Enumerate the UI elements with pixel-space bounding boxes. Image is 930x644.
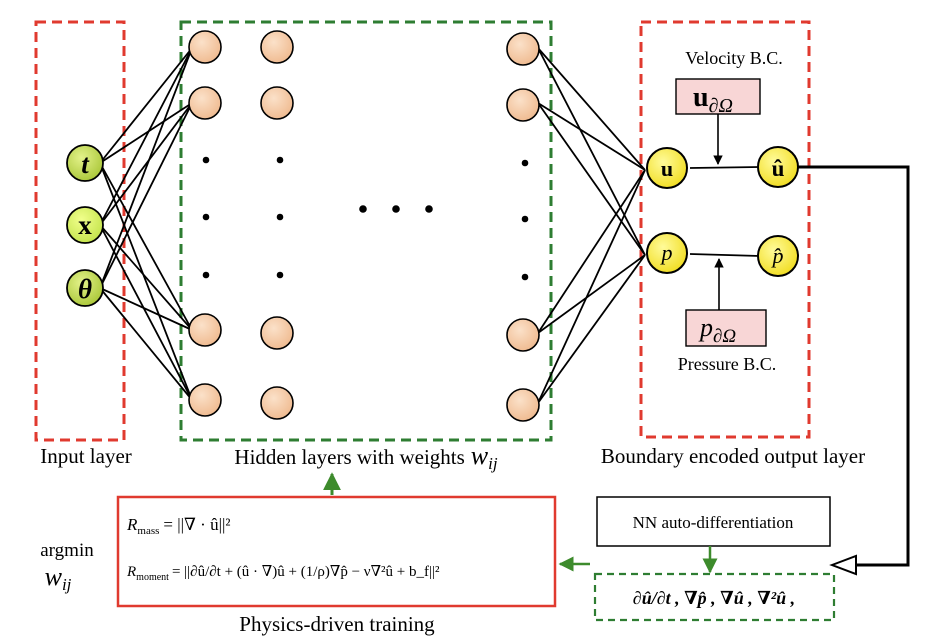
hidden-node [260, 30, 294, 64]
nn-autodiff-label: NN auto-differentiation [633, 513, 794, 532]
hidden-node [260, 316, 294, 350]
physics-training-caption: Physics-driven training [239, 612, 435, 636]
output-layer-caption: Boundary encoded output layer [601, 444, 865, 468]
hidden-node [260, 86, 294, 120]
hidden-node [506, 32, 540, 66]
input-node-x [66, 206, 104, 244]
hidden-node [506, 88, 540, 122]
output-node-p-hat [757, 235, 799, 277]
p-to-phat-line [689, 253, 761, 257]
output-u-hat-label: û [772, 156, 785, 181]
input-theta-label: θ [78, 274, 92, 304]
input-t-label: t [81, 149, 90, 179]
hidden-node [506, 388, 540, 422]
output-p-label: p [660, 240, 673, 265]
derivatives-box [593, 572, 836, 622]
input-x-label: x [78, 210, 92, 240]
hidden-column-2 [260, 30, 294, 420]
pressure-bc-label: Pressure B.C. [678, 354, 777, 374]
velocity-bc-symbol: u∂Ω [693, 82, 733, 117]
output-p-hat-label: p̂ [771, 243, 784, 268]
argmin-weight: wij [45, 562, 72, 594]
feedback-path [798, 165, 910, 567]
output-node-p [646, 232, 688, 274]
input-layer-box [34, 20, 126, 442]
hidden-column-last [506, 32, 540, 422]
hidden-output-connections [537, 47, 646, 404]
feedback-arrowhead [829, 554, 857, 576]
argmin-label: argmin [40, 540, 94, 561]
output-u-label: u [661, 156, 673, 181]
input-layer-caption: Input layer [40, 444, 132, 468]
hidden-layers-box [179, 20, 553, 442]
hidden-node [188, 86, 222, 120]
output-layer-box [639, 20, 811, 439]
hidden-column-1 [188, 30, 222, 417]
u-to-uhat-line [689, 166, 761, 169]
pressure-bc-box [685, 309, 767, 347]
hidden-node [260, 386, 294, 420]
hidden-node [188, 30, 222, 64]
derivatives-text: ∂û/∂t , ∇p̂ , ∇û , ∇²û , [633, 588, 795, 608]
hidden-node [188, 383, 222, 417]
output-node-u [646, 147, 688, 189]
velocity-bc-label: Velocity B.C. [685, 48, 783, 68]
nn-autodiff-box [596, 496, 831, 547]
pressure-bc-symbol: p∂Ω [698, 313, 736, 347]
ellipsis-dots [202, 156, 529, 281]
input-hidden-connections [99, 47, 193, 401]
velocity-bc-box [675, 78, 761, 115]
input-node-theta [66, 269, 104, 307]
input-node-t [66, 144, 104, 182]
physics-training-box [116, 495, 557, 608]
hidden-node [188, 313, 222, 347]
momentum-residual: Rmoment= ||∂û/∂t + (û · ∇)û + (1/ρ)∇p̂ −… [126, 564, 440, 583]
mass-residual: Rmass= ||∇ · û||² [126, 515, 230, 537]
input-nodes: t x θ [66, 144, 104, 307]
hidden-node [506, 318, 540, 352]
